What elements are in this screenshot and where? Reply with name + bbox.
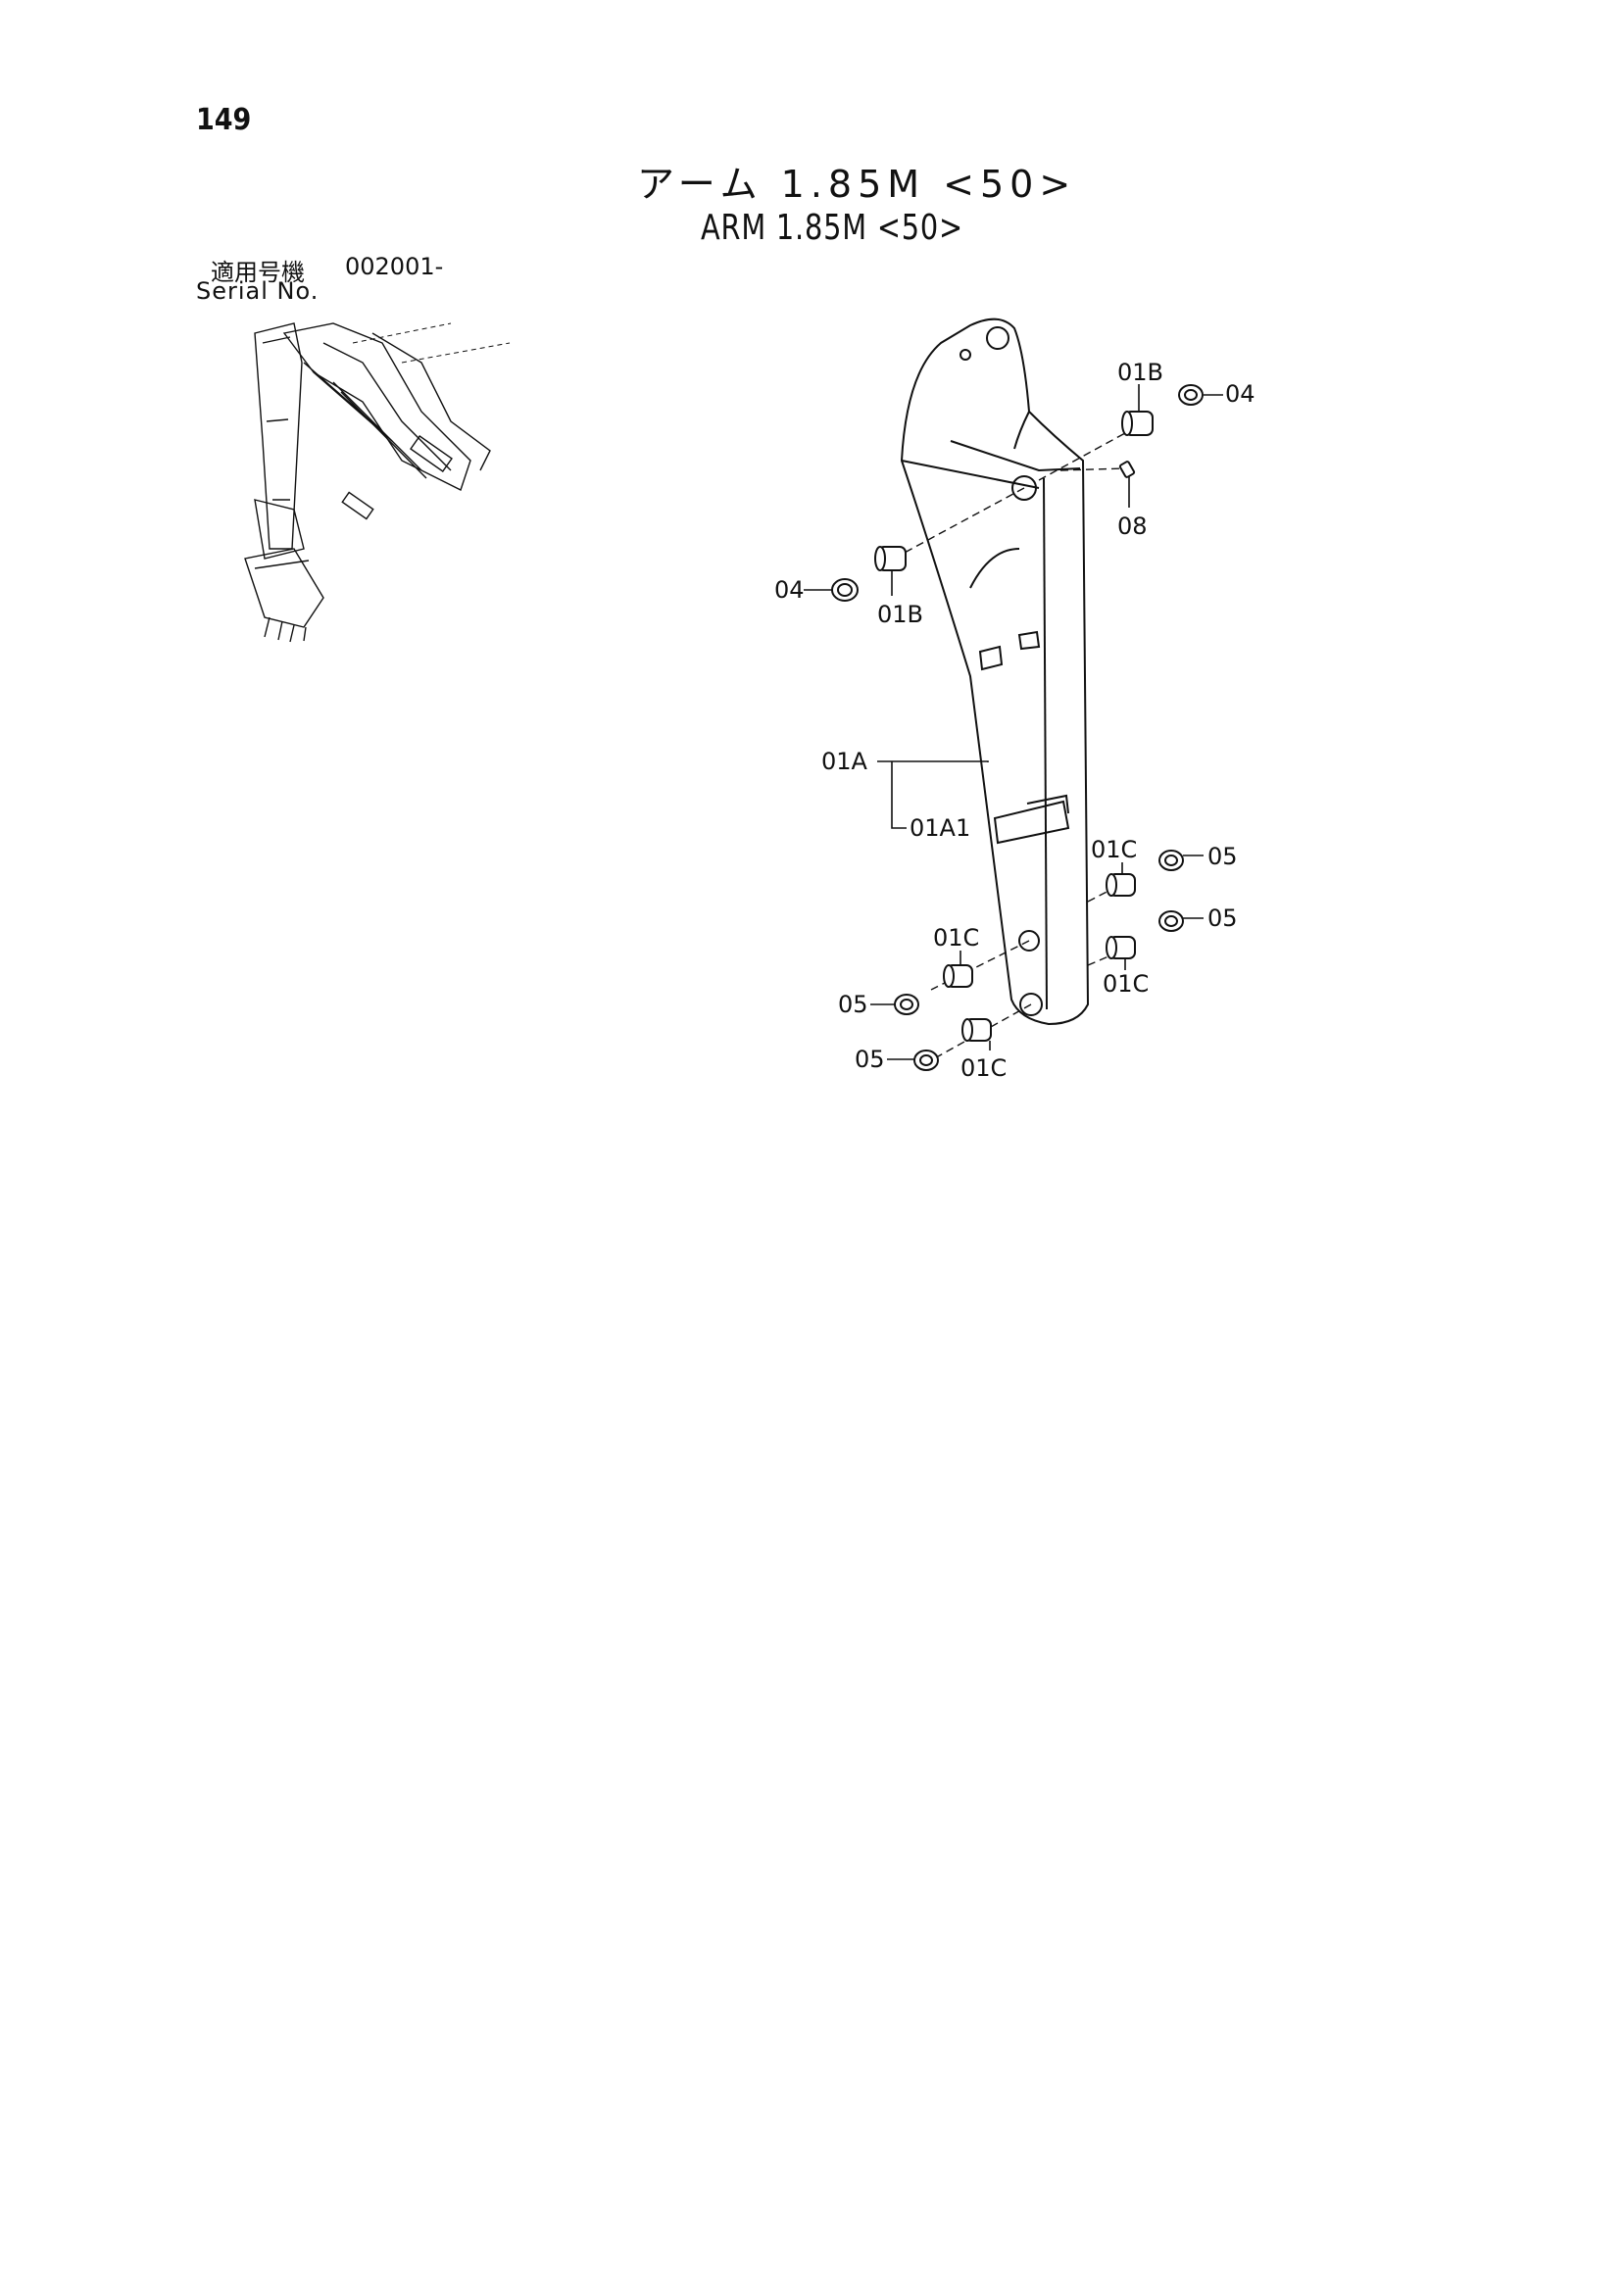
serial-label-japanese: 適用号機 <box>211 259 305 286</box>
page-number: 149 <box>196 103 252 137</box>
bushing-01c-left-2 <box>961 1018 992 1042</box>
bushing-01b-top <box>1121 411 1154 436</box>
bushing-01c-right-2 <box>1106 936 1136 959</box>
washer-05-right-1 <box>1158 850 1184 871</box>
callout-05-left-2: 05 <box>855 1046 885 1073</box>
washer-04-left <box>831 578 859 602</box>
callout-05-right-1: 05 <box>1207 843 1238 870</box>
callout-01c-right-2: 01C <box>1103 970 1149 998</box>
callout-04-left: 04 <box>774 576 805 604</box>
callout-01a1: 01A1 <box>910 814 970 842</box>
title-japanese: アーム 1.85M <50> <box>637 163 1077 206</box>
bushing-01c-right-1 <box>1106 873 1136 897</box>
callout-04-top: 04 <box>1225 380 1255 408</box>
callout-01c-left-1: 01C <box>933 924 979 952</box>
callout-05-left-1: 05 <box>838 991 868 1018</box>
washer-04-top <box>1178 384 1204 406</box>
arm-outline <box>900 318 1090 1026</box>
bushing-01b-left <box>874 546 907 571</box>
callout-08: 08 <box>1117 513 1148 540</box>
callout-01b-left: 01B <box>877 601 923 628</box>
washer-05-right-2 <box>1158 910 1184 932</box>
title-english: ARM 1.85M <50> <box>701 208 963 248</box>
callout-01b-top: 01B <box>1117 359 1163 386</box>
serial-label-english: Serial No. <box>196 277 320 305</box>
callout-01c-right-1: 01C <box>1091 836 1137 863</box>
washer-05-left-1 <box>894 994 919 1015</box>
excavator-thumbnail <box>244 322 511 643</box>
bushing-01c-left-1 <box>943 964 973 988</box>
callout-01c-left-2: 01C <box>960 1054 1007 1082</box>
serial-number-value: 002001- <box>345 253 444 280</box>
callout-05-right-2: 05 <box>1207 904 1238 932</box>
washer-05-left-2 <box>913 1050 939 1071</box>
callout-01a: 01A <box>821 748 868 775</box>
grease-fitting-08 <box>1118 461 1136 478</box>
